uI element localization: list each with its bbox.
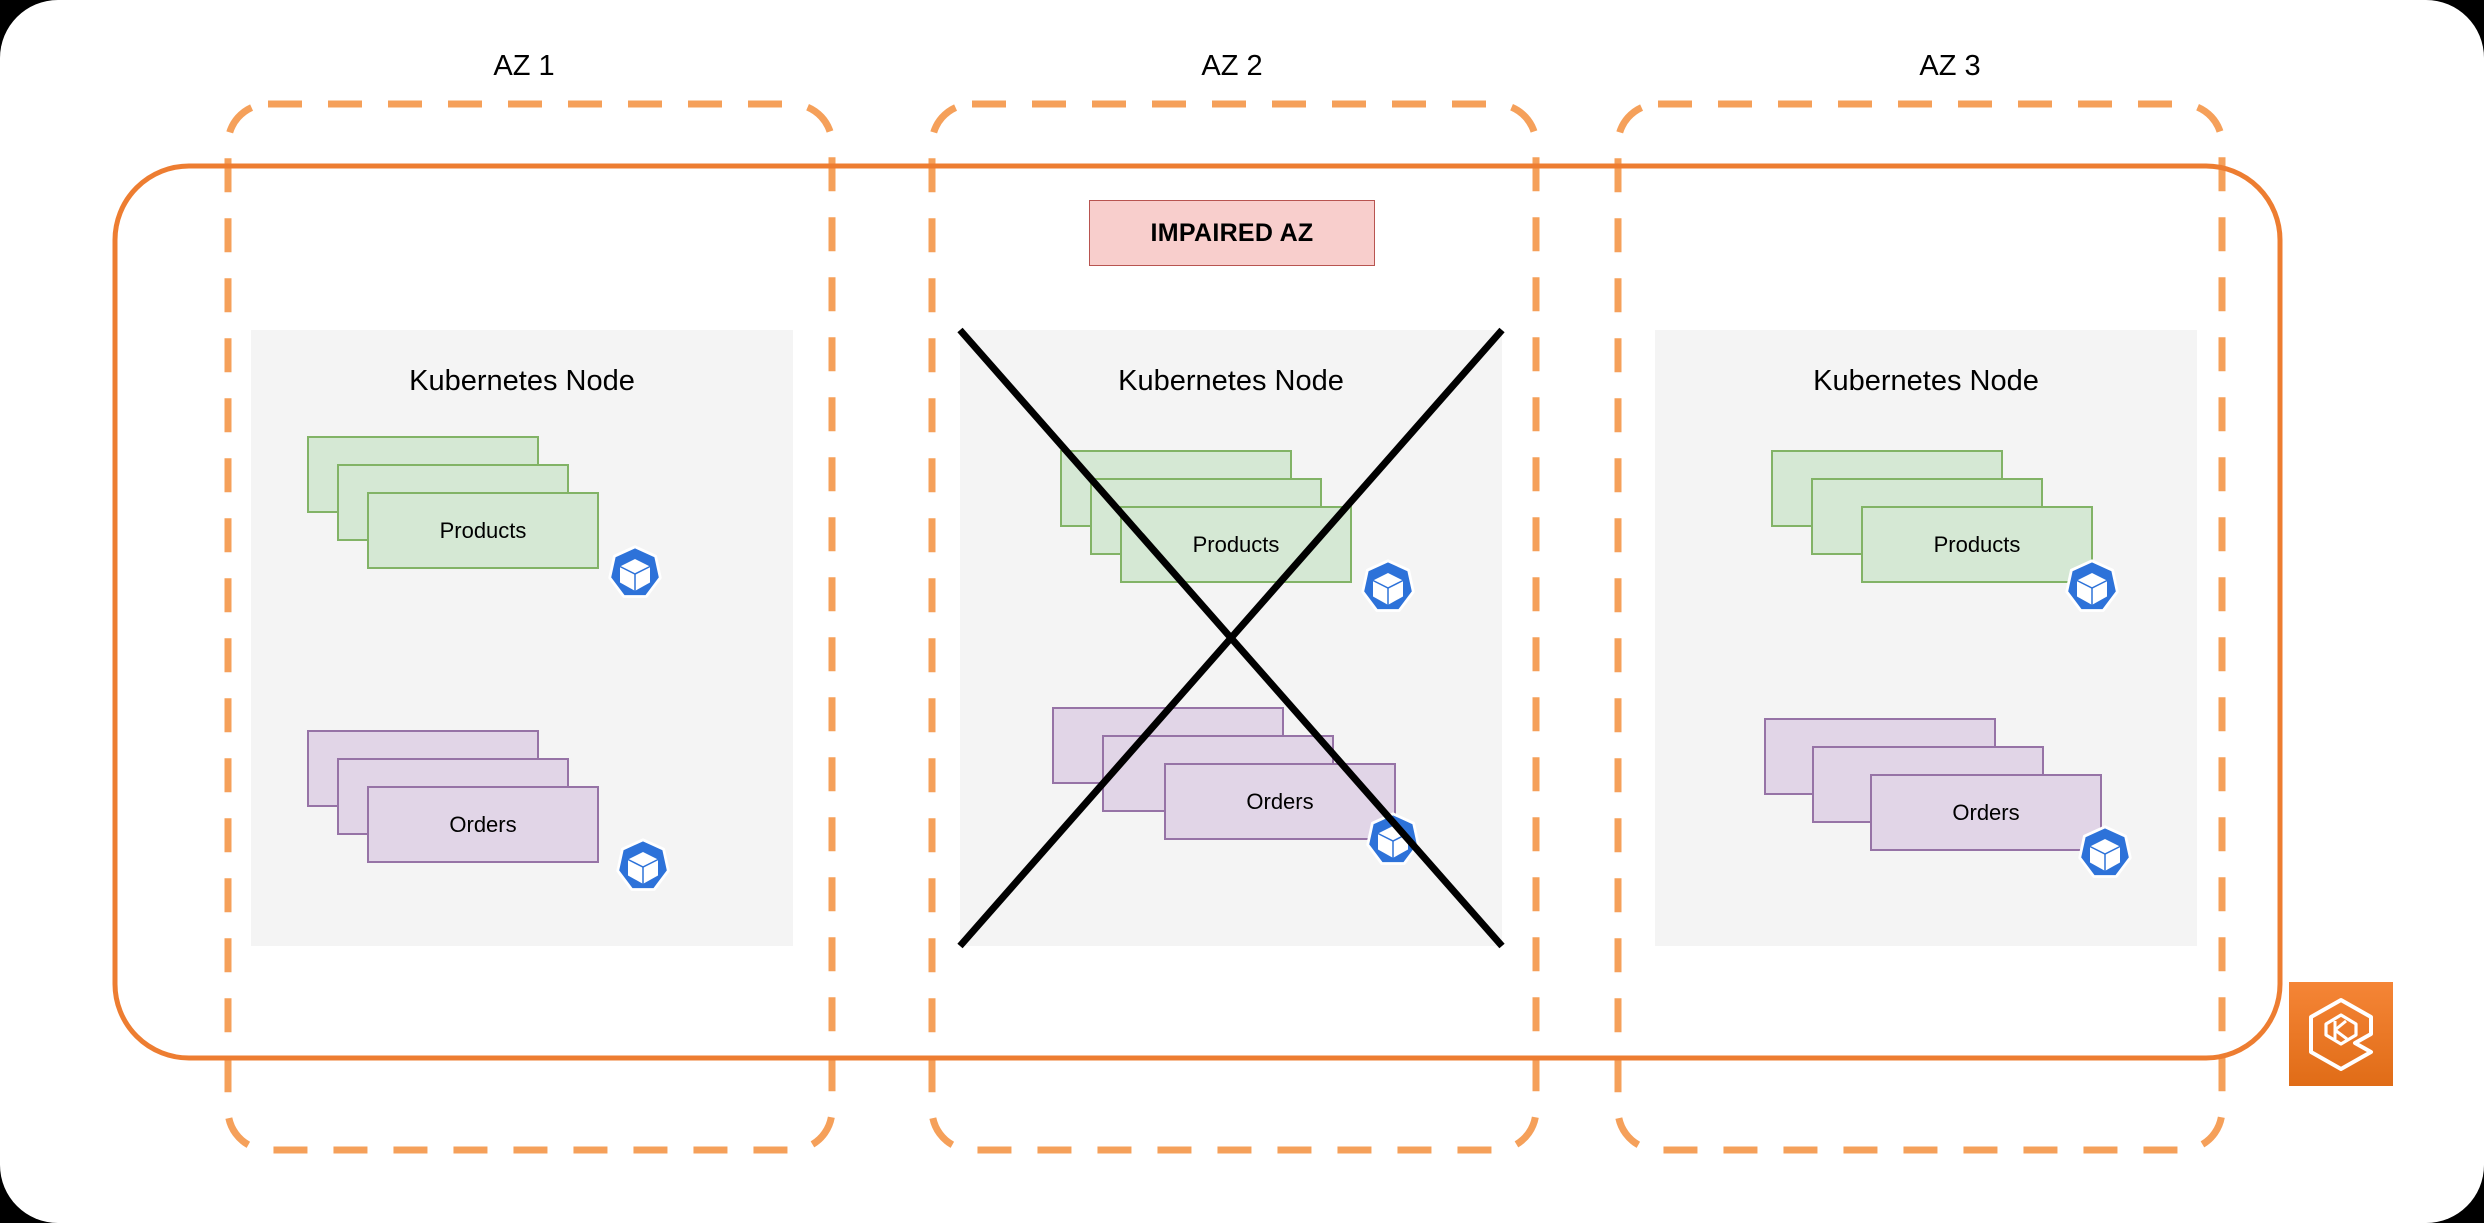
az-3-products-label: Products [1933,531,2021,557]
impaired-az-banner: IMPAIRED AZ [1089,200,1375,266]
az-2-products-replica-3[interactable]: Products [1120,506,1352,583]
az-3-node-title: Kubernetes Node [1813,365,2039,397]
az-1-title: AZ 1 [493,50,555,82]
az-3-orders-label: Orders [1952,799,2020,825]
az-2-orders-label: Orders [1246,788,1314,814]
az-3-title: AZ 3 [1919,50,1981,82]
az-2-orders-replica-3[interactable]: Orders [1164,763,1396,840]
az-2-node-title: Kubernetes Node [1118,365,1344,397]
az-1-orders-label: Orders [449,811,517,837]
az-2-products-label: Products [1192,531,1280,557]
az-1-orders-kubernetes-pod-icon [613,837,673,897]
az-3-orders-replica-3[interactable]: Orders [1870,774,2102,851]
aws-eks-logo [2289,982,2393,1086]
az-2-title: AZ 2 [1201,50,1263,82]
az-1-products-replica-3[interactable]: Products [367,492,599,569]
eks-logo-letter-k [2333,1019,2348,1041]
az-2-products-kubernetes-pod-icon [1358,558,1418,618]
az-1-node-title: Kubernetes Node [409,365,635,397]
az-3-products-replica-3[interactable]: Products [1861,506,2093,583]
az-1-orders-replica-3[interactable]: Orders [367,786,599,863]
az-1-products-label: Products [439,517,527,543]
az-2-orders-kubernetes-pod-icon [1363,811,1423,871]
az-1-products-kubernetes-pod-icon [605,544,665,604]
az-3-orders-kubernetes-pod-icon [2075,824,2135,884]
az-3-products-kubernetes-pod-icon [2062,558,2122,618]
